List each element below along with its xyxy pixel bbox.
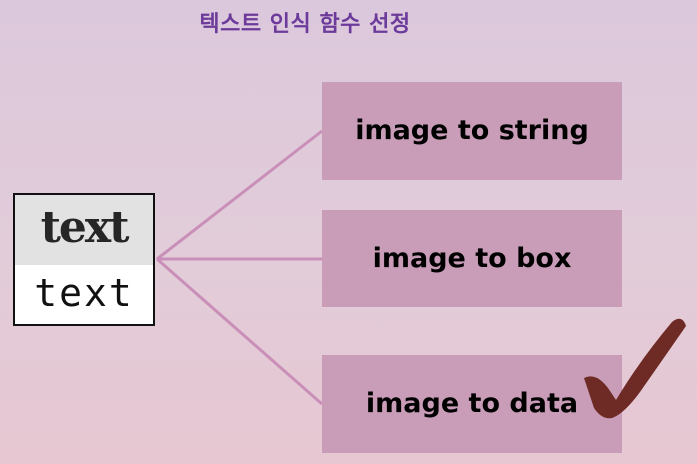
- connector-to-image-to-string: [156, 129, 323, 261]
- function-box-image-to-data: image to data: [322, 355, 622, 453]
- connector-to-image-to-data: [156, 257, 323, 406]
- text-logo-image: text text: [13, 193, 155, 326]
- stylized-text: text: [15, 195, 153, 265]
- function-box-image-to-box: image to box: [322, 210, 622, 307]
- plain-text: text: [34, 271, 134, 315]
- function-box-image-to-string: image to string: [322, 82, 622, 180]
- page-title: 텍스트 인식 함수 선정: [199, 12, 411, 37]
